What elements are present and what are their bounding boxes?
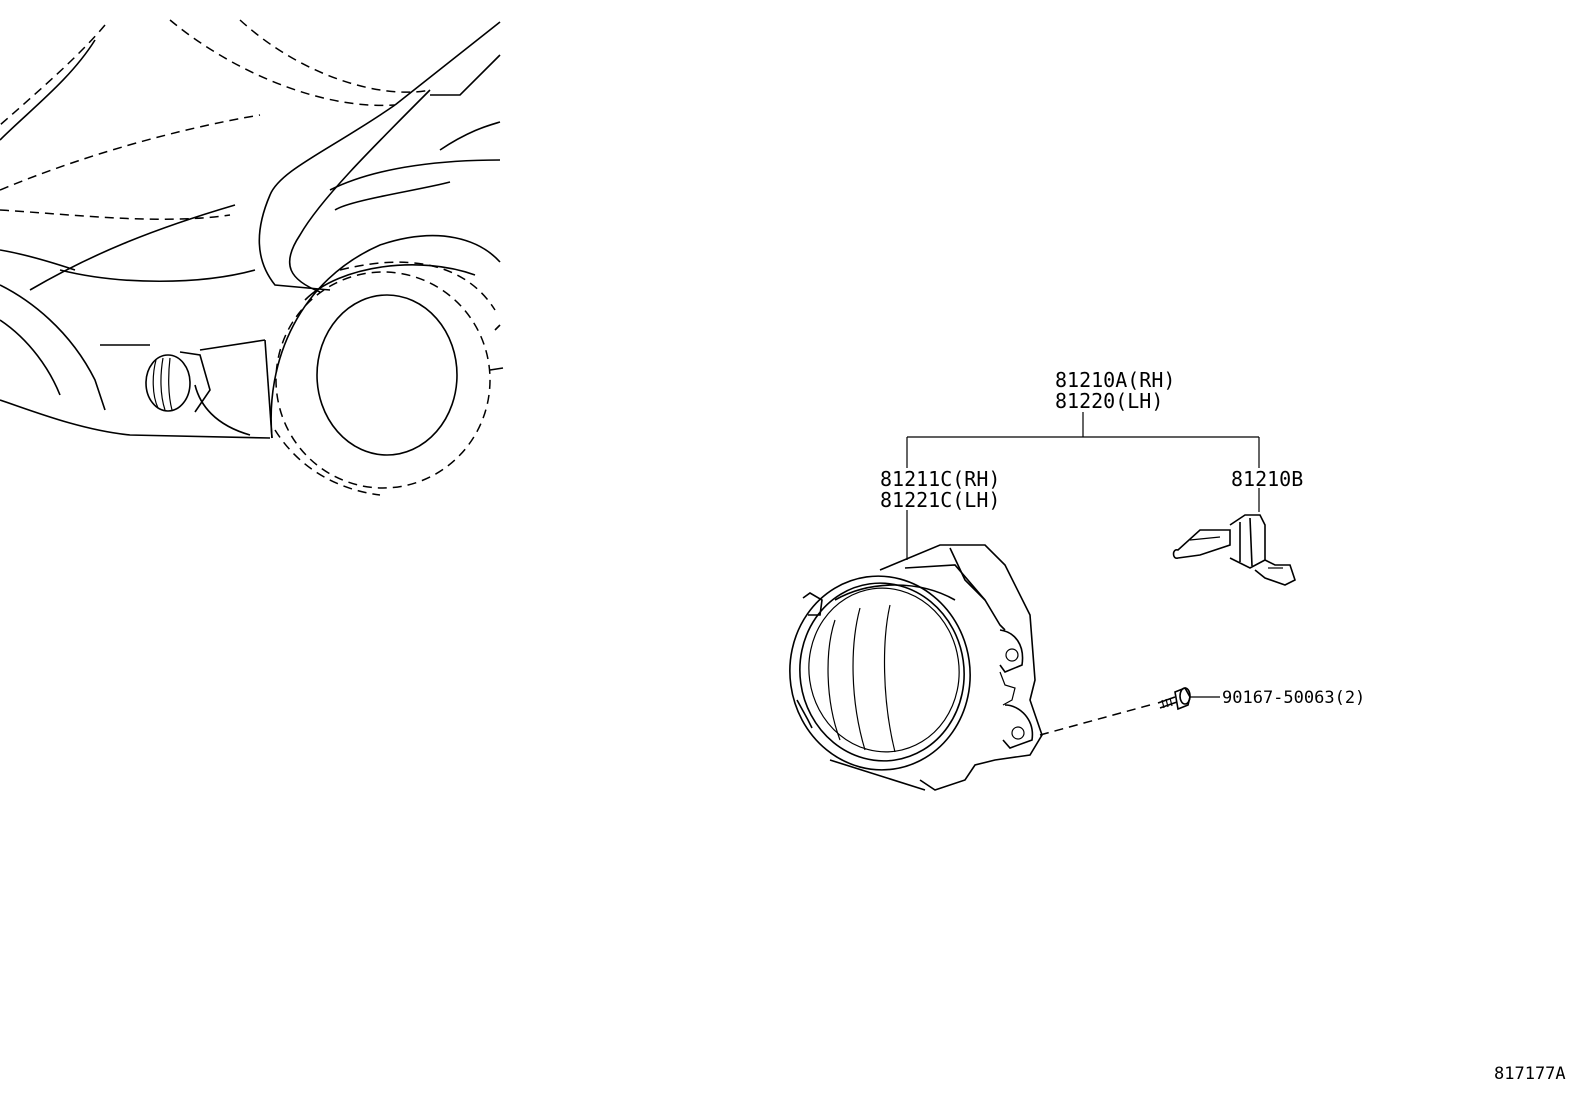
bulb-illustration: [1172, 514, 1296, 586]
assembly-part-number-lh: 81220(LH): [1055, 389, 1163, 413]
lens-unit-part-number-rh: 81211C(RH): [880, 467, 1000, 491]
leader-lines: [906, 412, 1260, 736]
illustration-id: 817177A: [1494, 1064, 1566, 1084]
assembly-part-number-rh: 81210A(RH): [1055, 368, 1175, 392]
vehicle-front-illustration: [0, 19, 504, 496]
lens-unit-part-number-lh: 81221C(LH): [880, 488, 1000, 512]
screw-part-number: 90167-50063(2): [1222, 688, 1365, 708]
screw-illustration: [1157, 686, 1191, 711]
fog-lamp-unit-illustration: [789, 544, 1043, 791]
bulb-part-number: 81210B: [1231, 467, 1303, 491]
